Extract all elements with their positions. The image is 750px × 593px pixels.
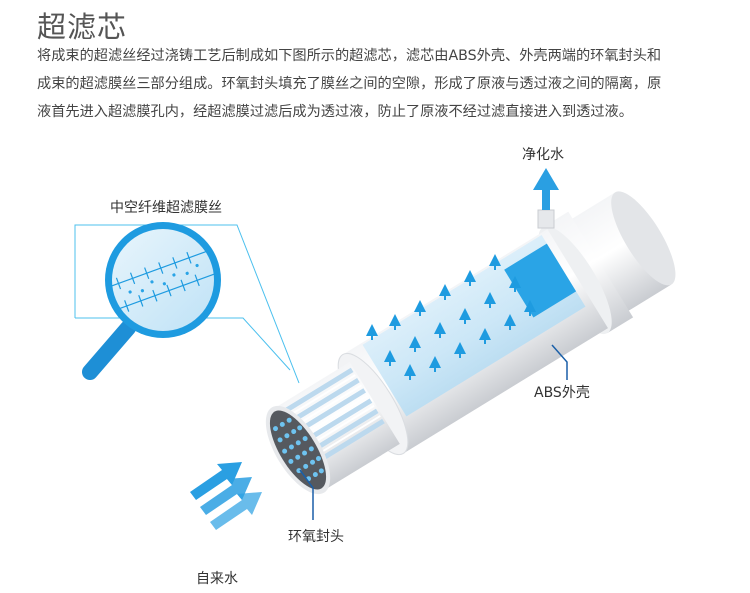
description-line: 成束的超滤膜丝三部分组成。环氧封头填充了膜丝之间的空隙，形成了原液与透过液之间的…	[37, 76, 662, 92]
inlet-arrows-icon	[190, 462, 262, 530]
inlet-label: 自来水	[196, 571, 238, 587]
description-line: 液首先进入超滤膜孔内，经超滤膜过滤后成为透过液，防止了原液不经过滤直接进入到透过…	[37, 104, 633, 120]
description-line: 将成束的超滤丝经过浇铸工艺后制成如下图所示的超滤芯，滤芯由ABS外壳、外壳两端的…	[37, 48, 662, 64]
fiber-label: 中空纤维超滤膜丝	[110, 200, 222, 216]
permeate-arrows	[366, 254, 536, 380]
epoxy-label: 环氧封头	[288, 529, 344, 545]
shell-leader-line	[551, 344, 568, 380]
outlet-label: 净化水	[522, 147, 564, 163]
filter-cartridge	[265, 191, 676, 495]
page-title: 超滤芯	[37, 10, 128, 44]
magnifier-icon	[82, 222, 221, 380]
outlet-arrow-icon	[533, 168, 559, 210]
epoxy-leader-line	[299, 469, 314, 520]
outlet-nozzle	[537, 209, 555, 229]
shell-label: ABS外壳	[534, 385, 590, 401]
epoxy-end-face	[269, 410, 327, 490]
description: 将成束的超滤丝经过浇铸工艺后制成如下图所示的超滤芯，滤芯由ABS外壳、外壳两端的…	[37, 42, 717, 126]
